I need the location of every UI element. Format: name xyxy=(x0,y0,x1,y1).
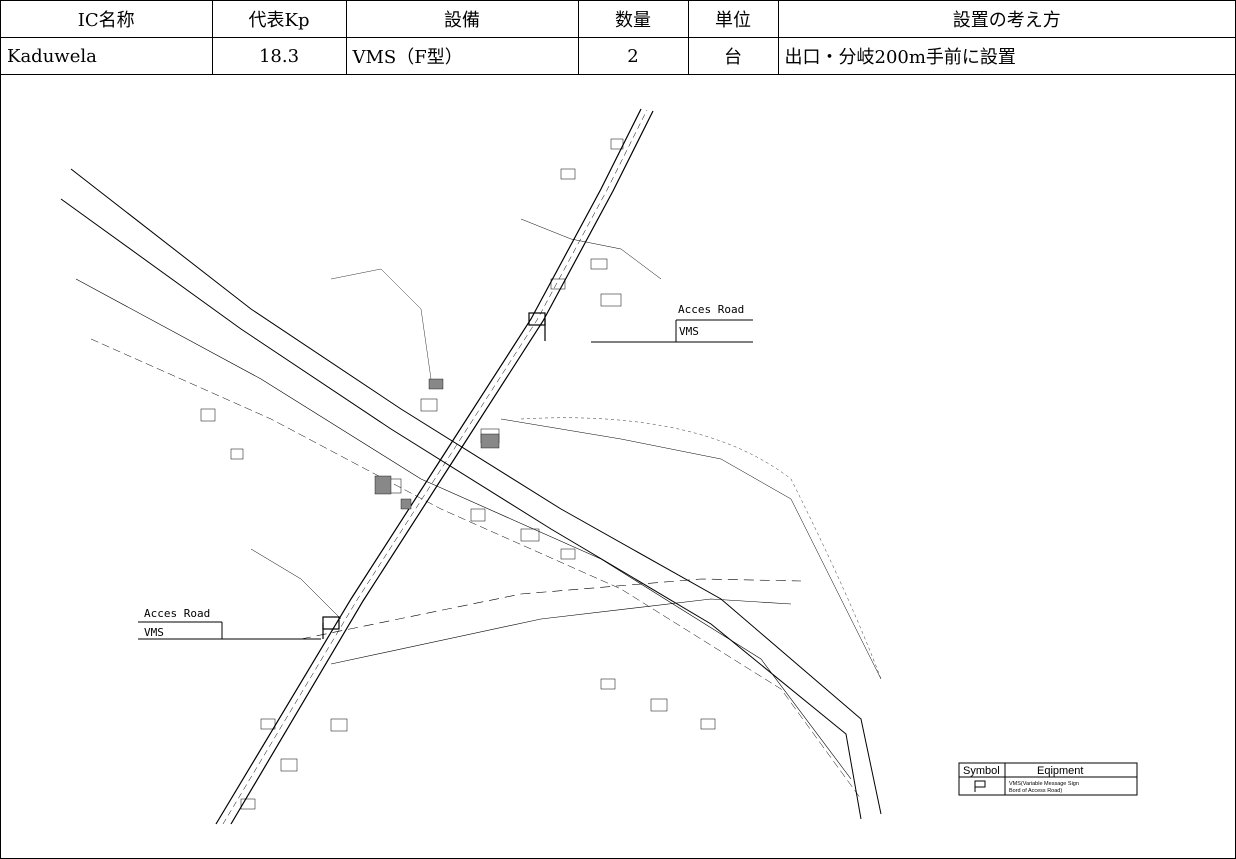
legend-vms-symbol-icon xyxy=(974,780,986,792)
callout-left: Acces Road VMS xyxy=(138,607,321,640)
cell-concept: 出口・分岐200m手前に設置 xyxy=(777,37,1235,75)
cell-equipment: VMS（F型） xyxy=(345,37,579,75)
legend-header-symbol: Symbol xyxy=(963,765,1000,777)
callout-top-label: VMS xyxy=(679,325,699,338)
table-header-row: IC名称 代表Kp 設備 数量 単位 設置の考え方 xyxy=(1,1,1235,38)
header-equipment: 設備 xyxy=(345,1,579,38)
cell-quantity: 2 xyxy=(577,37,689,75)
header-concept: 設置の考え方 xyxy=(777,1,1235,38)
map-linework xyxy=(60,108,882,825)
callout-top-title: Acces Road xyxy=(678,303,744,316)
cell-kp: 18.3 xyxy=(211,37,347,75)
legend-box: Symbol Eqipment VMS(Variable Message Sig… xyxy=(958,762,1138,796)
equipment-table: IC名称 代表Kp 設備 数量 単位 設置の考え方 Kaduwela 18.3 … xyxy=(1,1,1235,75)
callout-top: Acces Road VMS xyxy=(591,303,753,343)
site-plan-drawing: Acces Road VMS Acces Road VMS Symbol xyxy=(60,108,1138,825)
cell-unit: 台 xyxy=(687,37,779,75)
header-kp: 代表Kp xyxy=(211,1,347,38)
vms-symbol-left xyxy=(322,616,340,639)
callout-left-title: Acces Road xyxy=(144,607,210,620)
header-ic-name: IC名称 xyxy=(1,1,213,38)
legend-header-equipment: Eqipment xyxy=(1037,765,1083,777)
header-unit: 単位 xyxy=(687,1,779,38)
callout-left-label: VMS xyxy=(144,626,164,639)
cell-ic-name: Kaduwela xyxy=(1,37,213,75)
legend-equipment-line2: Bord of Access Road) xyxy=(1009,788,1062,794)
vms-symbol-top xyxy=(528,312,546,341)
table-row: Kaduwela 18.3 VMS（F型） 2 台 出口・分岐200m手前に設置 xyxy=(1,37,1235,75)
header-quantity: 数量 xyxy=(577,1,689,38)
legend-equipment-line1: VMS(Variable Message Sign xyxy=(1009,781,1079,787)
site-plan-map: Acces Road VMS Acces Road VMS Symbol xyxy=(1,79,1235,858)
